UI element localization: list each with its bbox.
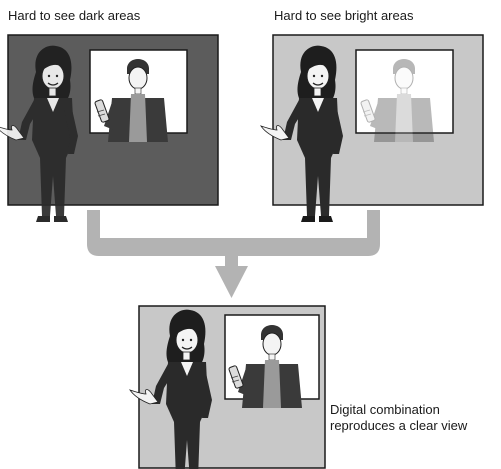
caption-line-2: reproduces a clear view: [330, 418, 467, 434]
combination-caption: Digital combination reproduces a clear v…: [330, 402, 467, 434]
combined-panel: [130, 306, 325, 469]
dark-areas-panel: [0, 35, 218, 222]
caption-line-1: Digital combination: [330, 402, 467, 418]
combine-arrow: [87, 210, 380, 298]
bright-areas-panel: [261, 35, 483, 222]
